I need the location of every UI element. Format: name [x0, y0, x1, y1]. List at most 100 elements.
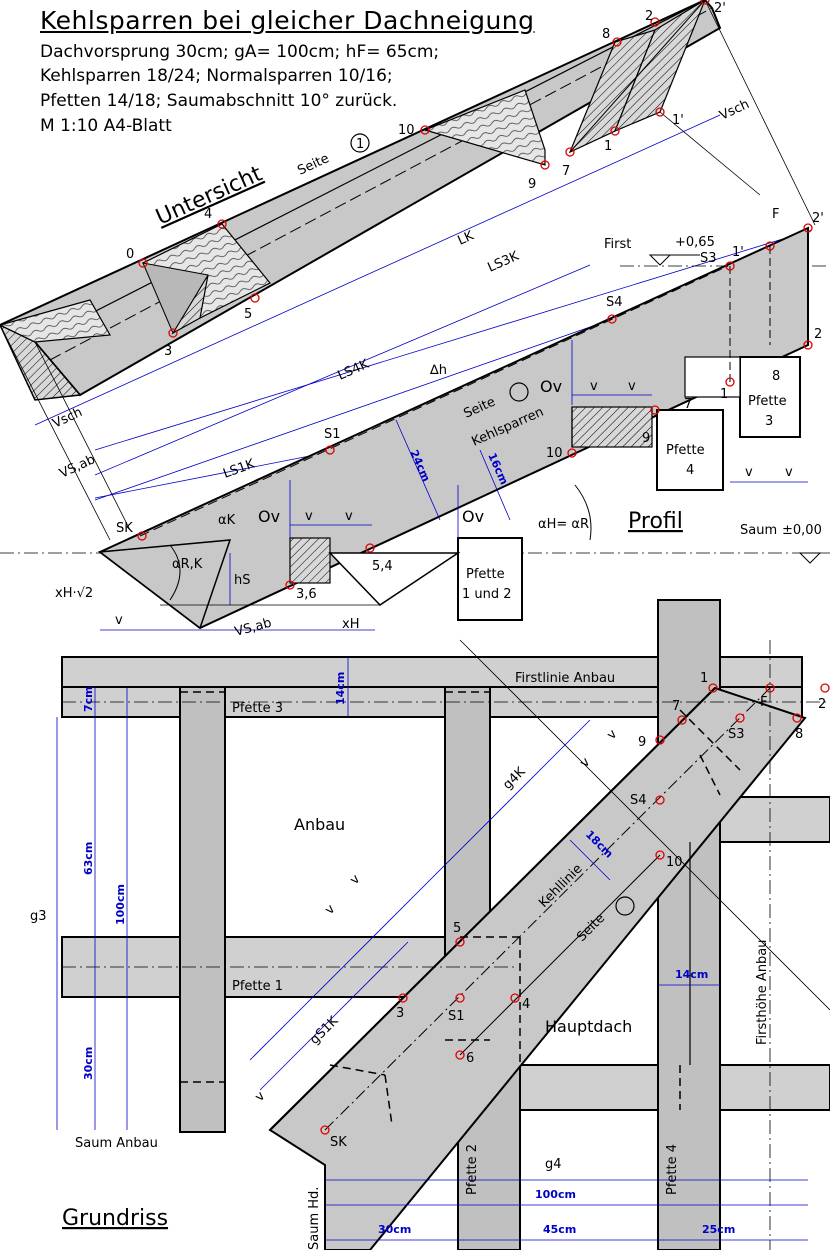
untersicht-view: 2 2' 8 1' 10 9 7 1 4 0 5 3 Seite 1 Unter… [0, 0, 816, 541]
g-p7: 7 [672, 699, 680, 714]
g-p2: 2 [818, 697, 826, 712]
u-point-1p: 1' [672, 113, 684, 128]
u-ls3k-label: LS3K [486, 249, 522, 276]
g-saum-anbau: Saum Anbau [75, 1136, 158, 1151]
p-alpha-h: αH= αR [538, 517, 589, 532]
u-point-2p: 2' [714, 1, 726, 16]
u-vsch-left: Vsch [50, 405, 84, 432]
g-dim-100h: 100cm [535, 1188, 576, 1201]
p-1p: 1' [732, 245, 744, 260]
p-first-value: +0,65 [675, 235, 715, 250]
g-firstlinie: Firstlinie Anbau [515, 671, 615, 686]
u-point-10: 10 [398, 123, 415, 138]
u-ls4k-label: LS4K [336, 357, 372, 384]
p-s3: S3 [700, 251, 717, 266]
g-pF: F [760, 695, 767, 710]
p-ov-2: Ov [258, 507, 280, 526]
g-g4k: g4K [500, 764, 529, 793]
p-pfette3-l2: 3 [765, 414, 773, 429]
g-saum-hd: Saum Hd. [307, 1187, 322, 1250]
g-dim-14b: 14cm [675, 968, 708, 981]
p-v-3: v [305, 509, 313, 524]
g-pSK: SK [330, 1135, 347, 1150]
g-pS3: S3 [728, 727, 745, 742]
g-pfette2: Pfette 2 [465, 1144, 480, 1195]
p-saum: Saum [740, 523, 777, 538]
p-s1: S1 [324, 427, 341, 442]
g-gs1k: gS1K [307, 1013, 341, 1047]
g-p6: 6 [466, 1051, 474, 1066]
p-7: 7 [684, 397, 692, 412]
g-dim-14a: 14cm [334, 672, 347, 705]
g-g4: g4 [545, 1157, 562, 1172]
u-point-8: 8 [602, 27, 610, 42]
g-dim-7: 7cm [82, 686, 95, 712]
u-point-9: 9 [528, 177, 536, 192]
g-pfette4: Pfette 4 [665, 1144, 680, 1195]
p-v-4: v [345, 509, 353, 524]
p-v-1: v [590, 379, 598, 394]
g-g3: g3 [30, 909, 47, 924]
u-point-2: 2 [645, 9, 653, 24]
p-pfette4-l1: Pfette [666, 443, 705, 458]
g-p3: 3 [396, 1006, 404, 1021]
p-alpha-rk: αR,K [172, 557, 203, 572]
u-point-5: 5 [244, 307, 252, 322]
g-pfette3: Pfette 3 [232, 701, 283, 716]
g-dim-63: 63cm [82, 842, 95, 875]
profil-title: Profil [628, 509, 683, 534]
u-point-1: 1 [604, 139, 612, 154]
p-xh: xH [342, 617, 359, 632]
profil-view: First +0,65 S3 1' F 2' S4 2 1 7 9 10 S1 … [0, 207, 830, 640]
spec-line-3: Pfetten 14/18; Saumabschnitt 10° zurück. [40, 91, 398, 111]
p-54: 5,4 [372, 559, 393, 574]
p-f: F [772, 207, 779, 222]
p-pfette4-l2: 4 [686, 463, 694, 478]
p-10: 10 [546, 446, 563, 461]
g-p8: 8 [795, 727, 803, 742]
p-2p: 2' [812, 211, 824, 226]
p-dh: ∆h [429, 363, 447, 378]
p-v-7: v [115, 613, 123, 628]
p-v-5: v [745, 465, 753, 480]
p-36: 3,6 [296, 587, 317, 602]
g-dim-25: 25cm [702, 1223, 735, 1236]
p-xh-root: xH·√2 [55, 586, 93, 601]
g-p1: 1 [700, 671, 708, 686]
g-firsthoehe: Firsthöhe Anbau [755, 939, 770, 1045]
u-point-3: 3 [164, 344, 172, 359]
grundriss-title: Grundriss [62, 1206, 168, 1231]
grundriss-view: Firstlinie Anbau Pfette 3 Pfette 1 Pfett… [30, 599, 830, 1250]
g-v-1: v [252, 1089, 268, 1105]
g-anbau: Anbau [294, 815, 345, 834]
g-dim-45: 45cm [543, 1223, 576, 1236]
g-dim-30v: 30cm [82, 1047, 95, 1080]
u-vsch-top: Vsch [717, 97, 751, 124]
p-v-2: v [628, 379, 636, 394]
g-p9: 9 [638, 735, 646, 750]
g-pfette1: Pfette 1 [232, 979, 283, 994]
p-9: 9 [642, 431, 650, 446]
u-seite-number: 1 [356, 137, 364, 152]
p-ov-3: Ov [462, 507, 484, 526]
p-ov-1: Ov [540, 377, 562, 396]
g-v-4: v [577, 755, 593, 771]
u-lk-label: LK [456, 228, 477, 248]
u-point-4: 4 [204, 207, 212, 222]
g-v-3: v [347, 872, 363, 888]
u-ls1k-label: LS1K [221, 456, 257, 481]
p-first-label: First [604, 237, 631, 252]
g-pS4: S4 [630, 793, 647, 808]
p-1: 1 [720, 387, 728, 402]
g-p4: 4 [522, 997, 530, 1012]
p-v-6: v [785, 465, 793, 480]
p-s4: S4 [606, 295, 623, 310]
g-dim-100v: 100cm [114, 884, 127, 925]
g-v-5: v [604, 727, 620, 743]
p-pfette12-l2: 1 und 2 [462, 587, 512, 602]
p-saum-value: ±0,00 [782, 523, 822, 538]
p-hs: hS [234, 573, 251, 588]
g-pS1: S1 [448, 1009, 465, 1024]
u-point-0: 0 [126, 247, 134, 262]
